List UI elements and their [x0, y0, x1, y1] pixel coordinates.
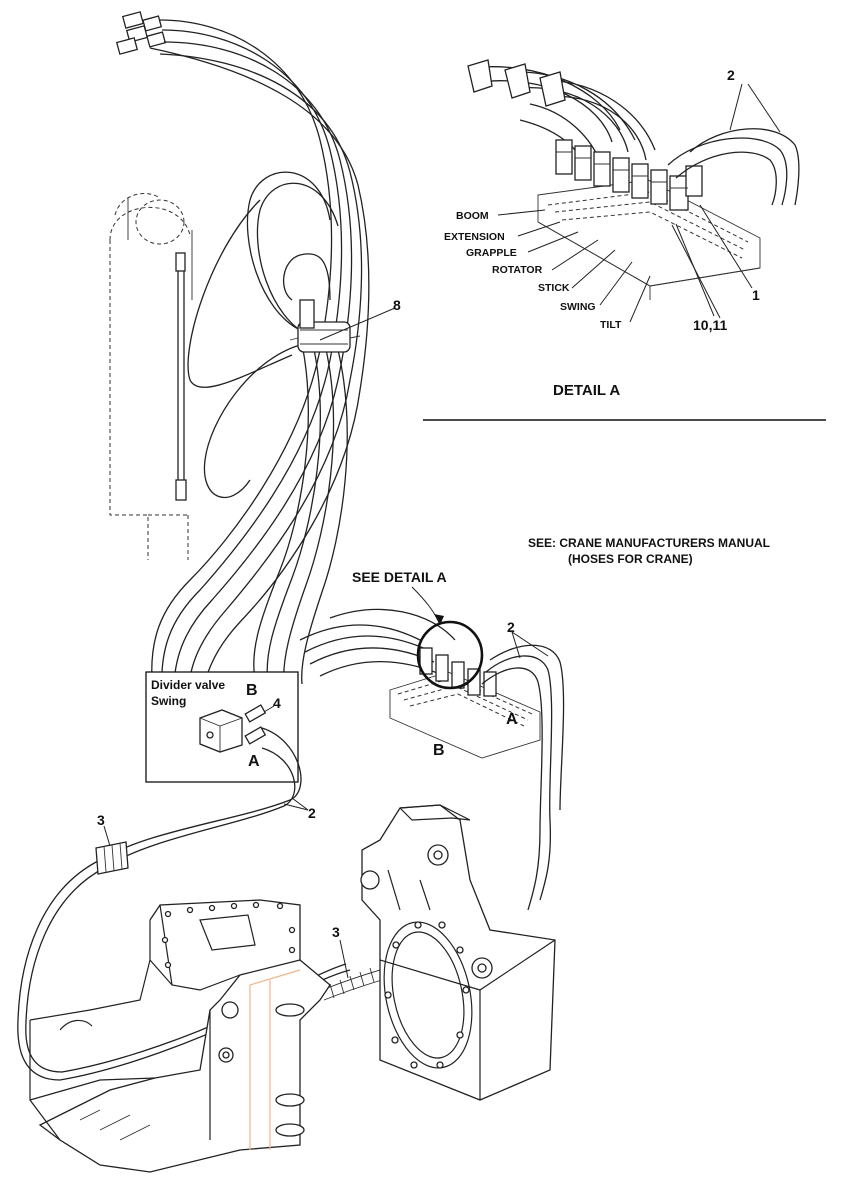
sleeve-upper-callout: 3 — [97, 812, 105, 828]
detail-a-illustration — [467, 59, 800, 323]
hose-bundle-upper — [115, 11, 396, 717]
note-line-2: (HOSES FOR CRANE) — [568, 552, 693, 566]
crane-cylinder — [109, 193, 193, 560]
detail-a-label-tilt: TILT — [600, 319, 622, 331]
detail-a-label-extension: EXTENSION — [444, 231, 505, 243]
slewing-mount — [360, 804, 556, 1101]
valve-port-b: B — [433, 742, 445, 759]
divider-port-a: A — [248, 753, 260, 770]
see-detail-arrowhead — [434, 614, 444, 625]
flange-bolts — [384, 921, 470, 1069]
detail-a-label-grapple: GRAPPLE — [466, 247, 517, 259]
divider-valve-box — [145, 671, 299, 783]
detail-a-callout-10-11: 10,11 — [693, 317, 727, 333]
valve-block-stipple — [547, 191, 749, 259]
note-line-1: SEE: CRANE MANUFACTURERS MANUAL — [528, 536, 770, 550]
detail-a-label-rotator: ROTATOR — [492, 264, 543, 276]
hose-clamp — [289, 299, 361, 353]
hose-right-callout: 2 — [507, 619, 515, 635]
hose-lower-callout: 2 — [308, 805, 316, 821]
protective-sleeve-upper — [95, 825, 129, 875]
divider-title-line2: Swing — [151, 694, 186, 708]
detail-a-label-stick: STICK — [538, 282, 570, 294]
clamp-callout: 8 — [393, 297, 401, 313]
detail-a-label-boom: BOOM — [456, 210, 489, 222]
detail-a-callout-2: 2 — [727, 67, 735, 83]
divider-title-line1: Divider valve — [151, 678, 225, 692]
divider-port-b: B — [246, 682, 258, 699]
detail-a-callout-1: 1 — [752, 287, 760, 303]
cylinder-hose — [175, 252, 187, 501]
divider-callout-4: 4 — [273, 695, 281, 711]
detail-a-label-swing: SWING — [560, 301, 596, 313]
valve-port-a: A — [506, 711, 518, 728]
crane-base-frame — [29, 899, 331, 1173]
sleeve-lower-callout: 3 — [332, 924, 340, 940]
clamp-leader — [319, 307, 396, 341]
frame-bolts — [161, 901, 296, 969]
detail-a-title: DETAIL A — [553, 382, 620, 399]
control-valve-assembly — [299, 608, 565, 911]
detail-a-fittings — [555, 139, 703, 211]
hose-end-fittings — [115, 11, 167, 55]
detail-a-circle — [416, 620, 484, 690]
see-detail-label: SEE DETAIL A — [352, 569, 447, 585]
